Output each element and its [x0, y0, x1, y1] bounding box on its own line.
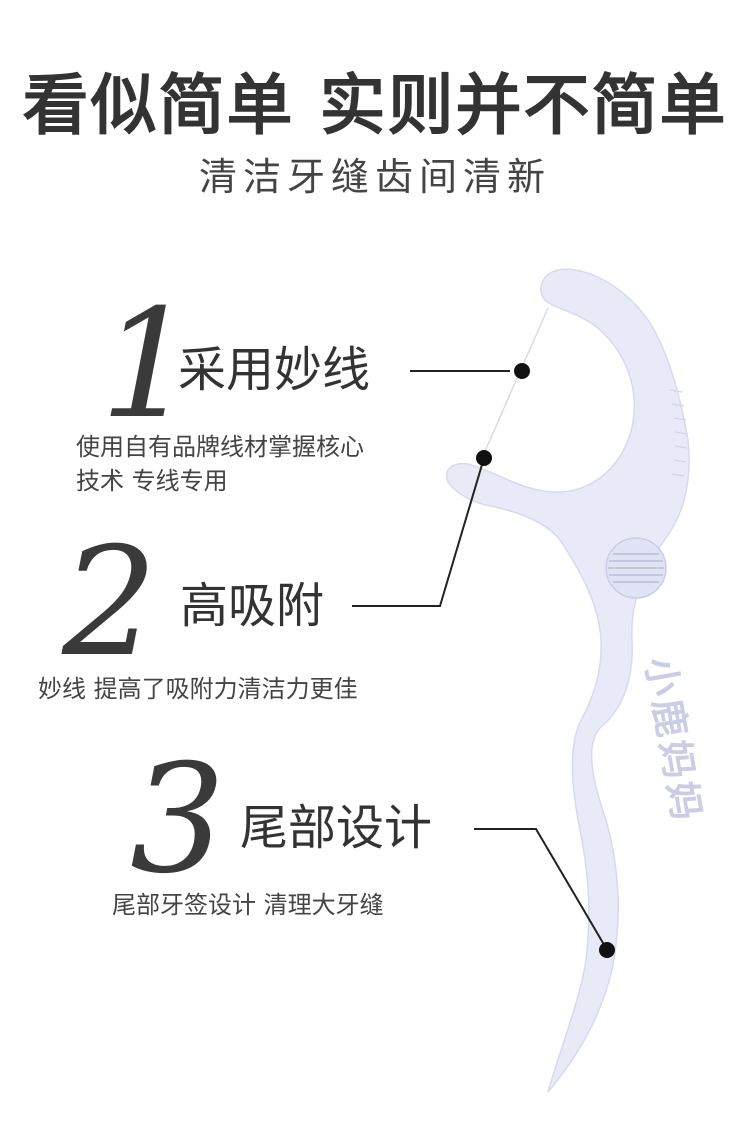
feature-number-1: 1: [100, 278, 196, 452]
feature-heading-2: 高吸附: [180, 578, 325, 634]
feature-desc-3: 尾部牙签设计 清理大牙缝: [112, 891, 384, 919]
callout-dot-2: [476, 450, 492, 466]
callout-dot-3: [599, 942, 615, 958]
feature-desc-1-line1: 使用自有品牌线材掌握核心: [76, 433, 364, 461]
page-subtitle: 清洁牙缝齿间清新: [198, 155, 551, 199]
feature-desc-1-line2: 技术 专线专用: [76, 467, 228, 495]
feature-heading-3: 尾部设计: [240, 800, 433, 856]
feature-number-2: 2: [62, 516, 158, 690]
floss-thread: [481, 307, 549, 459]
brand-text: 小鹿妈妈: [637, 654, 708, 827]
feature-heading-1: 采用妙线: [178, 342, 371, 398]
feature-number-3: 3: [130, 733, 226, 907]
page-title: 看似简单 实则并不简单: [22, 67, 728, 144]
feature-desc-2: 妙线 提高了吸附力清洁力更佳: [38, 675, 358, 703]
callout-dot-1: [514, 363, 530, 379]
